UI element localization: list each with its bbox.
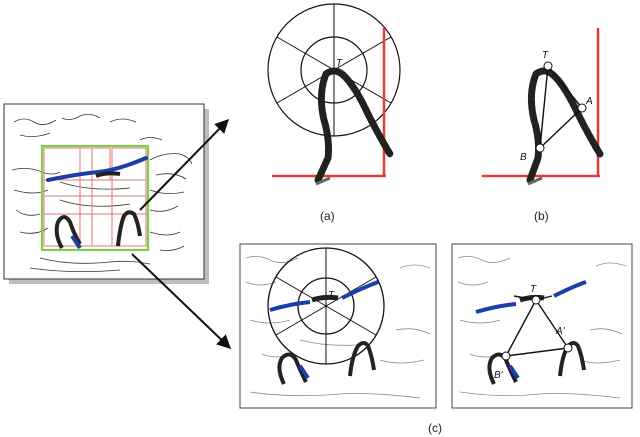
edge-sketch-c2 <box>457 256 627 399</box>
triangle-b <box>539 65 583 149</box>
label-b-b: B <box>520 152 527 163</box>
label-top-a: T <box>336 58 343 69</box>
panel-c-right: T A' B' <box>451 243 633 409</box>
leg-chain-a <box>314 67 394 184</box>
joint-top-b <box>543 61 553 71</box>
back-contour <box>46 156 148 182</box>
label-b-c2: B' <box>494 370 504 381</box>
label-top-c1: T <box>328 290 335 301</box>
back-chain-c1 <box>311 294 339 303</box>
polar-sectors-c1 <box>275 248 377 364</box>
back-blue-c2a <box>475 302 517 314</box>
arrow-lower-right-icon <box>131 253 232 349</box>
panel-a: T (a) <box>267 3 401 223</box>
caption-b: (b) <box>534 209 549 223</box>
back-chain <box>95 171 121 178</box>
back-blue-c2b <box>553 280 587 298</box>
label-a-c2: A' <box>555 326 566 337</box>
panel-frame <box>3 103 205 280</box>
label-a-b: A <box>585 96 593 107</box>
joint-b-b <box>535 143 545 153</box>
panel-b: T A B (b) <box>482 28 604 223</box>
hind-leg-c2 <box>558 341 586 377</box>
back-blue-c1a <box>269 300 311 312</box>
panel-c-left: T <box>239 243 437 409</box>
hoof-a <box>315 176 331 186</box>
caption-c: (c) <box>428 421 442 435</box>
front-leg-blue-c1 <box>298 364 310 380</box>
panel-c-left-frame <box>239 243 437 409</box>
front-leg-c2 <box>487 352 518 385</box>
hoof-b <box>527 176 543 186</box>
edge-map-sketch <box>11 114 193 272</box>
caption-a: (a) <box>320 209 335 223</box>
back-chain-c2 <box>519 294 545 303</box>
leg-chain-b <box>526 67 604 184</box>
joint-top-c2 <box>531 295 541 305</box>
hind-leg <box>116 210 142 247</box>
joint-a-b <box>577 103 587 113</box>
hind-leg-c1 <box>348 341 376 377</box>
panel-c-right-frame <box>451 243 633 409</box>
front-leg-c1 <box>277 352 308 385</box>
back-blue-c1b <box>341 280 379 300</box>
joint-b-c2 <box>501 351 511 361</box>
input-panel <box>3 103 232 349</box>
object-boundary <box>40 144 150 252</box>
front-leg <box>54 215 82 249</box>
label-top-b: T <box>542 50 549 61</box>
label-top-c2: T <box>530 284 537 295</box>
front-leg-blue-c2 <box>508 364 520 380</box>
arrow-upper-right-icon <box>139 118 229 211</box>
front-leg-blue <box>70 234 82 250</box>
joint-a-c2 <box>563 343 573 353</box>
